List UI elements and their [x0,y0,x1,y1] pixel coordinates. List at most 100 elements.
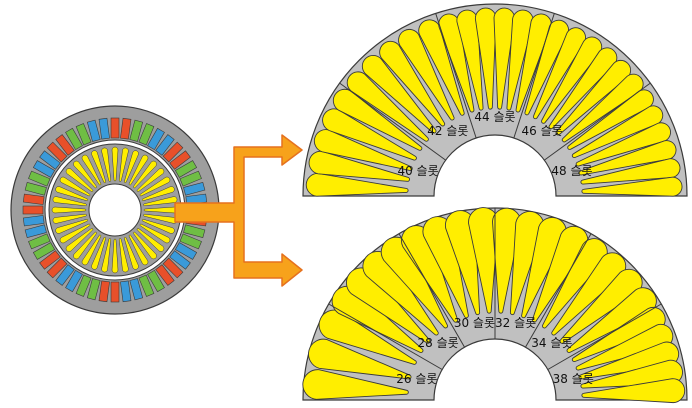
top_fan-slot [474,7,497,110]
stator-coil [179,170,202,187]
bottom_fan-sector-divider [398,233,465,348]
top_fan-sector-divider [513,13,555,139]
bottom_fan-slot [566,287,657,353]
rotor-slot [111,238,119,274]
top_fan-slot [532,27,587,120]
bottom_fan-sector: 26 슬롯 [302,309,437,400]
top_fan-slot [332,88,423,151]
top_fan-slot [541,36,603,124]
bottom_fan-slot [308,338,412,380]
stator-coil [24,224,47,239]
top_fan-slot [418,19,465,116]
rotor-slot [142,186,175,201]
stator-coil [138,274,155,297]
stator-coil [55,264,75,286]
stator-coil [98,117,110,140]
rotor-slot [136,168,165,192]
rotor-slot [133,231,157,260]
stator-coil [162,257,184,279]
stator-coil [65,269,83,293]
bottom_fan-sector: 30 슬롯 [398,207,499,348]
top_fan-sector: 46 슬롯 [513,13,644,143]
stator-coil [28,233,51,250]
top_fan-sector-divider [339,82,446,161]
stator-coil [155,134,175,156]
stator-coil [138,123,155,146]
rotor-slot [81,154,102,186]
top_fan-sector-divider [544,82,651,161]
stator-coil [183,224,206,239]
rotor-slot [65,228,94,252]
motor-cross-section [10,105,220,315]
top_fan-slot [346,71,429,142]
stator-coil [169,250,191,270]
stator-coil [174,160,198,178]
top_fan-slot [580,158,681,185]
stator-coil [129,278,144,301]
bottom_fan-slot [542,238,608,329]
top_fan-sector: 48 슬롯 [544,82,683,197]
top_fan-slot [398,29,455,121]
stator-coil [110,117,120,139]
rotor-slot [101,147,112,182]
stator-coil [86,119,101,142]
top_fan-sector-divider [435,13,477,139]
stator-coil [22,215,45,227]
top_fan-slot [567,89,654,150]
bottom_fan-sector: 28 슬롯 [328,236,459,370]
top_fan-slot [548,47,618,130]
rotor-slot [136,228,165,252]
stator-coil [46,257,68,279]
rotor-slot [111,146,119,182]
rotor-slot [118,147,129,182]
top_fan-sector-label: 44 슬롯 [474,110,515,124]
rotor-slot [142,219,175,234]
stator-coil [39,250,61,270]
bottom_fan-sector-label: 28 슬롯 [418,336,459,350]
stator-coil [179,233,202,250]
rotor-slot [55,186,88,201]
branch-arrow [174,134,303,287]
stator-coil [24,181,47,196]
bottom_fan-sector-divider [328,303,443,370]
top_fan-slot [571,105,664,159]
top_fan-slot [493,7,516,110]
stator-coil [28,170,51,187]
stator-coil [155,264,175,286]
rotor-slot [139,223,171,244]
bottom_fan-sector-divider [525,233,592,348]
top_fan-sector: 40 슬롯 [305,88,439,197]
top_fan-slot [361,55,437,134]
stator-coil [162,141,184,163]
rotor-slot [59,176,91,197]
top_fan-sector: 44 슬롯 [435,7,552,139]
stator-coil [129,119,144,142]
stator-coil [183,181,206,196]
top_fan-slot [313,129,413,171]
bottom_fan-sector: 34 슬롯 [525,233,657,353]
top_fan-slot [379,40,446,127]
rotor-slot [124,237,139,270]
rotor-slot [139,176,171,197]
top_fan-slot [506,9,534,111]
rotor-slot [91,237,106,270]
top_fan-sector: 42 슬롯 [339,19,468,161]
bottom_fan-sector-label: 30 슬롯 [454,316,495,330]
bottom_fan-slot [581,378,686,404]
top_fan-sector-label: 42 슬롯 [427,124,468,138]
top_fan-slot [456,9,484,111]
bottom_fan-slot [559,268,643,344]
rotor-slot [118,238,129,273]
top_fan-slot [555,59,632,136]
rotor-slot [55,219,88,234]
top_fan-slot [438,13,475,113]
rotor-slot [51,206,87,214]
bottom_fan-sector: 32 슬롯 [492,207,589,339]
stator-coil [120,280,132,303]
top_fan-slot [575,122,671,167]
stator-coil [32,242,56,260]
stator-coil [32,160,56,178]
stator-coil [120,117,132,140]
rotor-slot [81,234,102,266]
